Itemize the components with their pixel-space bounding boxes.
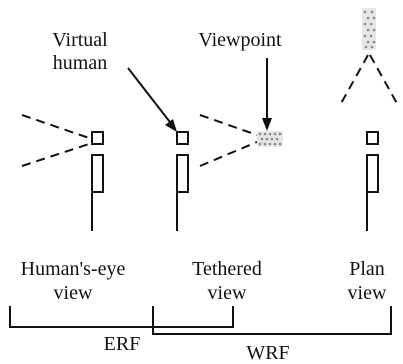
wrf-label: WRF (246, 342, 289, 364)
humans-eye-label-line2: view (54, 282, 93, 304)
virtual-human-label-line1: Virtual (52, 29, 108, 51)
humans-eye-view-cone-upper (21, 114, 93, 140)
wrf-bracket (152, 306, 392, 335)
tethered-viewpoint-marker (257, 131, 283, 147)
plan-view-cone-right (369, 54, 400, 108)
tethered-figure (176, 114, 283, 231)
humans-eye-body (91, 154, 104, 193)
humans-eye-view-cone-lower (21, 142, 93, 167)
erf-label: ERF (104, 333, 141, 355)
humans-eye-figure (21, 114, 104, 231)
viewpoint-arrow (262, 58, 272, 131)
erf-bracket (9, 306, 234, 328)
plan-figure (338, 8, 400, 231)
plan-head (366, 131, 379, 145)
virtual-human-arrow (127, 67, 177, 132)
tethered-label-line2: view (208, 282, 247, 304)
tethered-head (176, 131, 189, 145)
tethered-view-cone-lower (199, 141, 258, 167)
tethered-body (176, 154, 189, 193)
plan-body (366, 154, 379, 193)
plan-view-cone-left (338, 54, 369, 108)
virtual-human-label-line2: human (53, 52, 107, 74)
tethered-label-line1: Tethered (192, 258, 262, 280)
viewpoint-label: Viewpoint (198, 29, 282, 51)
humans-eye-head (91, 131, 104, 145)
plan-label-line2: view (348, 282, 387, 304)
humans-eye-label-line1: Human's-eye (21, 258, 126, 280)
plan-viewpoint-marker (362, 8, 376, 50)
plan-label-line1: Plan (349, 258, 385, 280)
tethered-view-cone-upper (199, 114, 258, 136)
